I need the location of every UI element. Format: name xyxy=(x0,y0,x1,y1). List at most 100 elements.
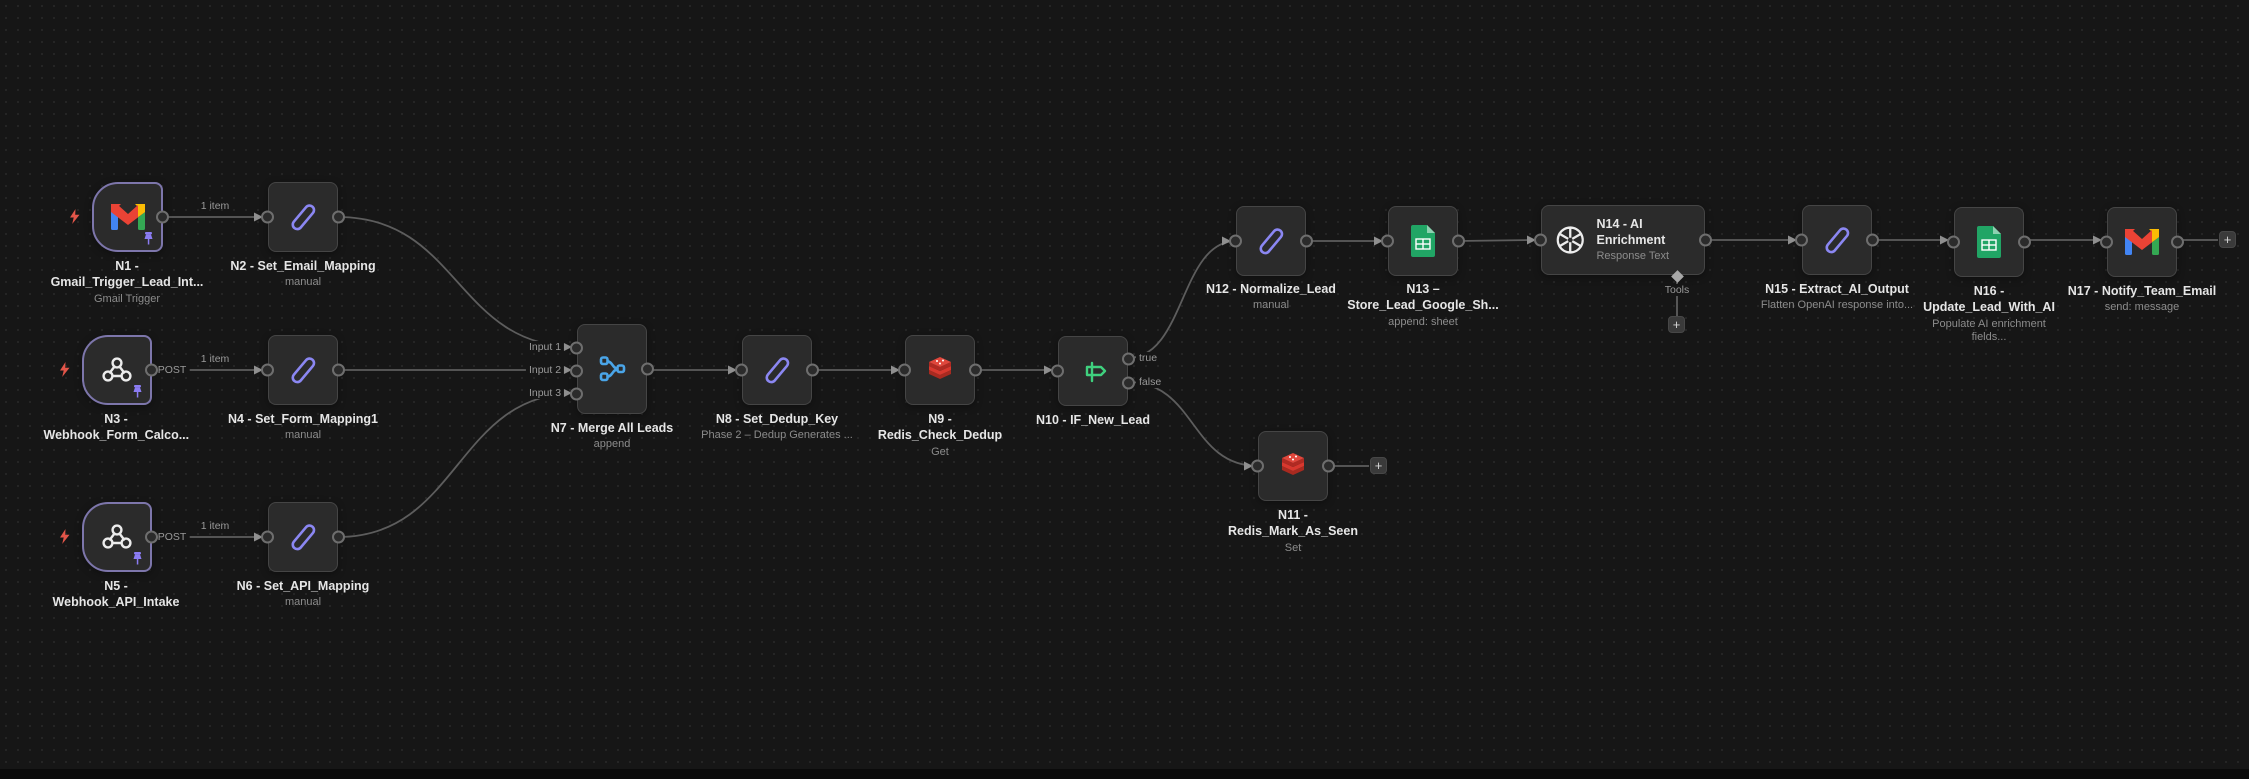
wire-label-method: POST xyxy=(154,364,190,376)
output-port[interactable] xyxy=(145,363,158,377)
output-port[interactable] xyxy=(1699,233,1712,247)
gmail-icon xyxy=(2125,229,2159,255)
canvas-bottom-edge xyxy=(0,769,2249,779)
node-label-n1: N1 - Gmail_Trigger_Lead_Int... Gmail Tri… xyxy=(50,259,204,305)
node-label-n16: N16 - Update_Lead_With_AI Populate AI en… xyxy=(1923,284,2055,344)
node-label-n6: N6 - Set_API_Mapping manual xyxy=(236,579,370,609)
node-n14-ai-enrichment[interactable]: N14 - AI Enrichment Response Text xyxy=(1534,205,1712,275)
add-node-button[interactable]: + xyxy=(2219,231,2236,248)
edit-fields-icon xyxy=(291,524,316,551)
output-port[interactable] xyxy=(332,210,345,224)
node-title: N14 - AI Enrichment xyxy=(1596,216,1666,248)
output-port-true[interactable] xyxy=(1122,352,1135,366)
node-n3-webhook-form[interactable] xyxy=(82,335,158,405)
node-n7-merge[interactable] xyxy=(570,324,654,414)
pin-icon xyxy=(133,385,142,398)
trigger-bolt-icon xyxy=(70,209,80,224)
if-false-label: false xyxy=(1136,376,1165,388)
wire-n13-n14[interactable] xyxy=(1457,239,1537,242)
output-port[interactable] xyxy=(641,362,654,376)
output-port[interactable] xyxy=(969,363,982,377)
input-port-3[interactable] xyxy=(570,387,583,401)
webhook-icon xyxy=(102,357,132,382)
node-n8-set-dedup-key[interactable] xyxy=(735,335,819,405)
google-sheets-icon xyxy=(1977,226,2001,258)
output-port[interactable] xyxy=(1322,459,1335,473)
input-port[interactable] xyxy=(1051,364,1064,378)
wire-label-items: 1 item xyxy=(200,353,230,365)
node-label-n12: N12 - Normalize_Lead manual xyxy=(1206,282,1336,312)
output-port[interactable] xyxy=(1866,233,1879,247)
google-sheets-icon xyxy=(1411,225,1435,257)
edit-fields-icon xyxy=(1259,228,1284,255)
output-port-false[interactable] xyxy=(1122,376,1135,390)
webhook-icon xyxy=(102,524,132,549)
output-port[interactable] xyxy=(2018,235,2031,249)
node-subtitle: Response Text xyxy=(1596,250,1670,263)
node-n2-set-email-mapping[interactable] xyxy=(261,182,345,252)
arrow-in-n7-input1 xyxy=(563,342,572,352)
arrow-in-n13 xyxy=(1374,236,1383,246)
tools-connector-label: Tools xyxy=(1661,284,1693,296)
input-port[interactable] xyxy=(261,363,274,377)
node-n6-set-api-mapping[interactable] xyxy=(261,502,345,572)
node-n16-update-lead[interactable] xyxy=(1947,207,2031,277)
input-port-1[interactable] xyxy=(570,341,583,355)
node-n15-extract-ai-output[interactable] xyxy=(1795,205,1879,275)
node-n13-store-lead-sheet[interactable] xyxy=(1381,206,1465,276)
arrow-in-n4 xyxy=(254,365,263,375)
input-port[interactable] xyxy=(1229,234,1242,248)
arrow-in-n16 xyxy=(1940,235,1949,245)
trigger-bolt-icon xyxy=(60,362,70,377)
input-port[interactable] xyxy=(1251,459,1264,473)
output-port[interactable] xyxy=(145,530,158,544)
arrow-in-n11 xyxy=(1244,461,1253,471)
output-port[interactable] xyxy=(1300,234,1313,248)
input-port[interactable] xyxy=(898,363,911,377)
output-port[interactable] xyxy=(332,363,345,377)
node-n11-redis-mark-seen[interactable] xyxy=(1251,431,1335,501)
node-n12-normalize-lead[interactable] xyxy=(1229,206,1313,276)
node-label-n11: N11 - Redis_Mark_As_Seen Set xyxy=(1228,508,1358,554)
node-n17-notify-team[interactable] xyxy=(2100,207,2184,277)
input-port[interactable] xyxy=(1381,234,1394,248)
arrow-in-n17 xyxy=(2093,235,2102,245)
merge-input1-label: Input 1 xyxy=(525,341,565,353)
edit-fields-icon xyxy=(1825,227,1850,254)
add-tool-button[interactable]: + xyxy=(1668,316,1685,333)
merge-input2-label: Input 2 xyxy=(525,364,565,376)
arrow-in-n7-input2 xyxy=(563,365,572,375)
output-port[interactable] xyxy=(1452,234,1465,248)
node-label-n5: N5 - Webhook_API_Intake xyxy=(52,579,180,610)
input-port[interactable] xyxy=(735,363,748,377)
output-port[interactable] xyxy=(332,530,345,544)
pin-icon xyxy=(144,232,153,245)
node-n9-redis-check[interactable] xyxy=(898,335,982,405)
arrow-in-n10 xyxy=(1044,365,1053,375)
edit-fields-icon xyxy=(765,357,790,384)
edit-fields-icon xyxy=(291,204,316,231)
input-port[interactable] xyxy=(1795,233,1808,247)
input-port-2[interactable] xyxy=(570,364,583,378)
node-n1-gmail-trigger[interactable] xyxy=(92,182,169,252)
node-n4-set-form-mapping[interactable] xyxy=(261,335,345,405)
wire-n2-n7[interactable] xyxy=(337,216,578,348)
input-port[interactable] xyxy=(1947,235,1960,249)
output-port[interactable] xyxy=(2171,235,2184,249)
input-port[interactable] xyxy=(2100,235,2113,249)
output-port[interactable] xyxy=(806,363,819,377)
node-label-n9: N9 - Redis_Check_Dedup Get xyxy=(877,412,1003,458)
node-label-n15: N15 - Extract_AI_Output Flatten OpenAI r… xyxy=(1760,282,1914,312)
input-port[interactable] xyxy=(261,210,274,224)
node-label-n7: N7 - Merge All Leads append xyxy=(550,421,674,451)
node-n5-webhook-api[interactable] xyxy=(82,502,158,572)
input-port[interactable] xyxy=(1534,233,1547,247)
input-port[interactable] xyxy=(261,530,274,544)
arrow-in-n15 xyxy=(1788,235,1797,245)
node-n10-if[interactable] xyxy=(1051,336,1135,406)
arrow-in-n7-input3 xyxy=(563,388,572,398)
add-node-button[interactable]: + xyxy=(1370,457,1387,474)
wire-n6-n7[interactable] xyxy=(337,392,578,538)
output-port[interactable] xyxy=(156,210,169,224)
